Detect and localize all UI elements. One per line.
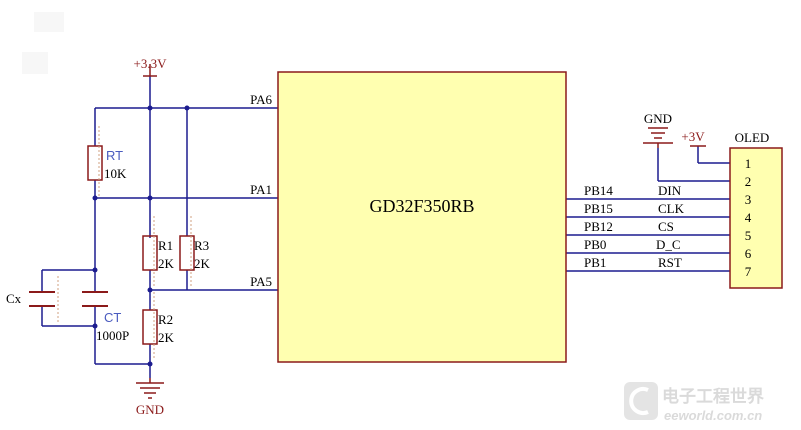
signal-rst: RST xyxy=(658,255,682,270)
oled-connector: OLED 1 2 3 4 5 6 7 xyxy=(729,130,783,289)
pin-label-pa6: PA6 xyxy=(250,92,272,107)
pin-label-pb12: PB12 xyxy=(584,219,613,234)
junction-dot xyxy=(147,195,153,201)
resistor-r1: R1 2K xyxy=(142,216,175,286)
pin-label-pb14: PB14 xyxy=(584,183,613,198)
watermark: 电子工程世界 eeworld.com.cn xyxy=(624,382,764,423)
watermark-chinese: 电子工程世界 xyxy=(662,386,764,406)
oled-title: OLED xyxy=(735,130,770,145)
pin-label-pb15: PB15 xyxy=(584,201,613,216)
signal-clk: CLK xyxy=(658,201,685,216)
resistor-r2: R2 2K xyxy=(142,292,175,360)
corner-mark-bottom xyxy=(22,52,48,74)
gnd-symbol-top xyxy=(643,127,673,148)
gnd-symbol-bottom xyxy=(136,378,164,399)
oled-pin-7: 7 xyxy=(745,264,752,279)
oled-pin-2: 2 xyxy=(745,174,752,189)
oled-pin-6: 6 xyxy=(745,246,752,261)
ct-ref: CT xyxy=(104,310,121,325)
junction-dot xyxy=(92,267,98,273)
resistor-rt: RT 10K xyxy=(87,126,127,196)
r3-value: 2K xyxy=(194,256,211,271)
r2-ref: R2 xyxy=(158,312,173,327)
capacitor-cx: Cx xyxy=(6,276,59,322)
gnd-label-top: GND xyxy=(644,111,672,126)
rt-value: 10K xyxy=(104,166,127,181)
signal-cs: CS xyxy=(658,219,674,234)
junction-dot xyxy=(92,323,98,329)
oled-pin-5: 5 xyxy=(745,228,752,243)
r1-ref: R1 xyxy=(158,238,173,253)
junction-dot xyxy=(92,195,98,201)
pin-label-pb1: PB1 xyxy=(584,255,606,270)
r1-value: 2K xyxy=(158,256,175,271)
junctions xyxy=(92,105,190,367)
ct-value: 1000P xyxy=(96,328,129,343)
r2-value: 2K xyxy=(158,330,175,345)
oled-pin-1: 1 xyxy=(745,156,752,171)
watermark-logo-icon xyxy=(624,382,658,420)
mcu-chip: GD32F350RB xyxy=(277,71,567,363)
rt-ref: RT xyxy=(106,148,123,163)
resistor-r3: R3 2K xyxy=(179,216,211,286)
signal-din: DIN xyxy=(658,183,682,198)
watermark-url: eeworld.com.cn xyxy=(664,408,762,423)
pin-label-pa1: PA1 xyxy=(250,182,272,197)
pin-label-pb0: PB0 xyxy=(584,237,606,252)
junction-dot xyxy=(147,105,153,111)
junction-dot xyxy=(184,105,190,111)
vcc-label: +3.3V xyxy=(134,56,168,71)
r3-ref: R3 xyxy=(194,238,209,253)
vcc-3v3-symbol: +3.3V xyxy=(134,56,168,77)
wires xyxy=(41,76,730,378)
pin-label-pa5: PA5 xyxy=(250,274,272,289)
corner-mark-top xyxy=(34,12,64,32)
oled-vcc-label: +3V xyxy=(681,129,705,144)
junction-dot xyxy=(147,287,153,293)
signal-dc: D_C xyxy=(656,237,681,252)
gnd-label-bottom: GND xyxy=(136,402,164,417)
cx-ref: Cx xyxy=(6,291,22,306)
vcc-3v-symbol: +3V xyxy=(681,129,706,147)
oled-pin-4: 4 xyxy=(745,210,752,225)
oled-pin-3: 3 xyxy=(745,192,752,207)
mcu-name: GD32F350RB xyxy=(369,196,474,216)
junction-dot xyxy=(147,361,153,367)
capacitor-ct: CT 1000P xyxy=(82,291,129,343)
